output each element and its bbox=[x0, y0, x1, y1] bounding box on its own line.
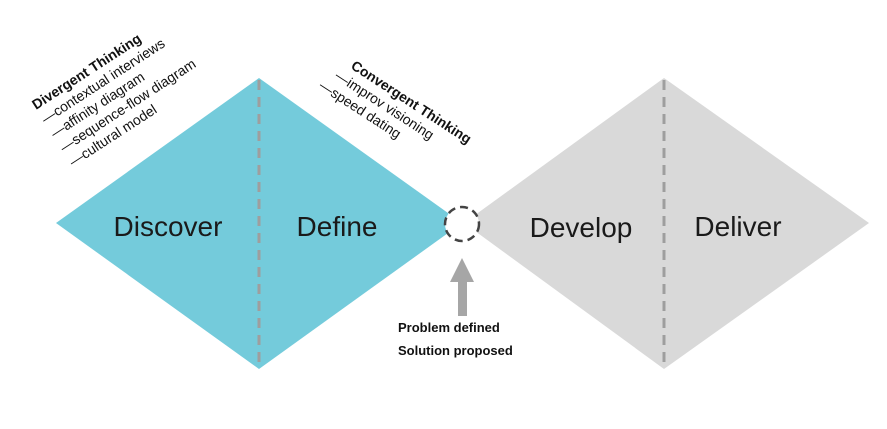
phase-deliver: Deliver bbox=[694, 211, 781, 242]
solution-diamond bbox=[464, 78, 869, 369]
checkpoint-circle bbox=[443, 205, 481, 243]
phase-develop: Develop bbox=[530, 212, 633, 243]
arrow-up-icon bbox=[450, 258, 474, 316]
phase-discover: Discover bbox=[114, 211, 223, 242]
phase-define: Define bbox=[297, 211, 378, 242]
milestone-problem-defined: Problem defined bbox=[398, 320, 500, 335]
milestone-solution-proposed: Solution proposed bbox=[398, 343, 513, 358]
